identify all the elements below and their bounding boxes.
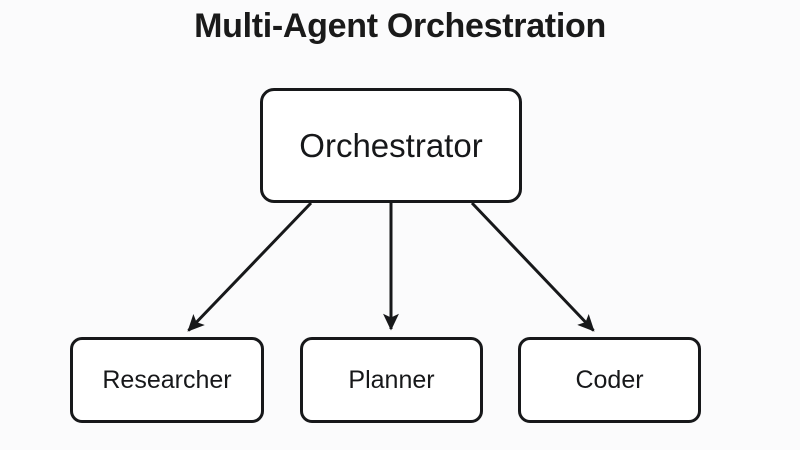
page-title: Multi-Agent Orchestration xyxy=(194,7,606,45)
node-coder[interactable]: Coder xyxy=(518,337,701,423)
node-researcher[interactable]: Researcher xyxy=(70,337,264,423)
node-coder-label: Coder xyxy=(575,365,644,394)
node-researcher-label: Researcher xyxy=(102,365,232,394)
edge-orchestrator-to-researcher xyxy=(187,201,313,332)
node-planner[interactable]: Planner xyxy=(300,337,483,423)
edge-orchestrator-to-coder xyxy=(470,201,595,332)
node-orchestrator-label: Orchestrator xyxy=(299,127,483,164)
node-planner-label: Planner xyxy=(348,365,435,394)
node-orchestrator[interactable]: Orchestrator xyxy=(260,88,522,203)
